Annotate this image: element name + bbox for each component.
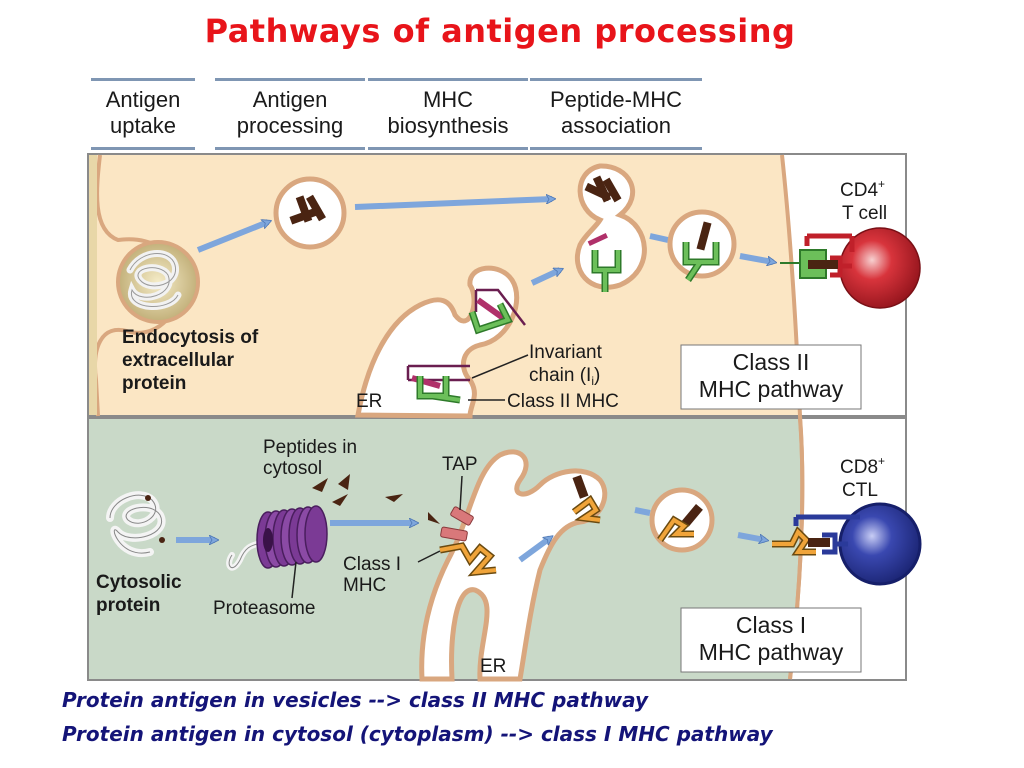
header-bracket-top bbox=[368, 78, 528, 81]
class-ii-pathway-label-1: Class II bbox=[733, 349, 810, 375]
proteasome-label: Proteasome bbox=[213, 598, 315, 619]
peptides-label-1: Peptides in bbox=[263, 437, 357, 458]
peptide-mhc-vesicle bbox=[667, 209, 737, 282]
endocytosed-protein bbox=[116, 240, 200, 324]
surface-class-i-mhc bbox=[772, 526, 830, 556]
arrow-endosome-to-fusion bbox=[354, 199, 552, 210]
er-invariant-chain-mhc bbox=[406, 364, 470, 404]
footer-line-class-i: Protein antigen in cytosol (cytoplasm) -… bbox=[62, 722, 773, 746]
endosome-vesicle bbox=[273, 176, 347, 250]
endocytosis-label-3: protein bbox=[122, 373, 186, 394]
class-i-pathway-label-1: Class I bbox=[736, 612, 806, 638]
header-bracket-bottom bbox=[215, 147, 365, 150]
arrow-uptake-to-endosome bbox=[196, 222, 268, 253]
class-ii-mhc-label: Class II MHC bbox=[507, 391, 619, 412]
invariant-chain-label-2: chain (Ii) bbox=[529, 365, 600, 388]
header-bracket-bottom bbox=[530, 147, 702, 150]
cytosolic-protein bbox=[106, 491, 166, 558]
cd4-label: CD4+ bbox=[840, 177, 885, 201]
arrow-er-to-fusion bbox=[530, 267, 560, 286]
cd4-t-cell bbox=[804, 227, 921, 309]
peptides-label-2: cytosol bbox=[263, 458, 322, 479]
tap-label: TAP bbox=[442, 454, 478, 475]
er-class-i bbox=[419, 449, 608, 682]
footer-line-class-ii: Protein antigen in vesicles --> class II… bbox=[62, 688, 649, 712]
class-i-mhc-label-2: MHC bbox=[343, 575, 386, 596]
extracellular-strip bbox=[89, 155, 97, 415]
er-vesicle-invariant-chain bbox=[468, 288, 526, 335]
proteasome bbox=[226, 505, 328, 571]
endocytosis-label-2: extracellular bbox=[122, 350, 235, 371]
invariant-chain-label-1: Invariant bbox=[529, 342, 603, 363]
er-label-class-i: ER bbox=[480, 656, 506, 677]
ctl-label: CTL bbox=[842, 480, 878, 501]
arrow-er-to-vesicle bbox=[518, 538, 550, 563]
class-i-vesicle-in-er bbox=[571, 474, 601, 524]
header-bracket-bottom bbox=[368, 147, 528, 150]
arrow-er-vesicle-to-transport bbox=[634, 507, 651, 516]
tap-transporter bbox=[440, 506, 474, 542]
class-ii-pathway-label-2: MHC pathway bbox=[699, 376, 844, 402]
class-i-mhc-label-1: Class I bbox=[343, 554, 401, 575]
header-bracket-top bbox=[91, 78, 195, 81]
class-i-transport-vesicle bbox=[649, 487, 715, 553]
class-i-pathway-label-2: MHC pathway bbox=[699, 639, 844, 665]
er-class-i-mhc bbox=[439, 542, 497, 577]
endocytosis-label-1: Endocytosis of bbox=[122, 327, 259, 348]
arrow-vesicle-to-surface bbox=[739, 253, 773, 262]
header-bracket-top bbox=[215, 78, 365, 81]
cd8-ctl-cell bbox=[793, 502, 922, 586]
slide-title: Pathways of antigen processing bbox=[204, 12, 796, 50]
er-label-class-ii: ER bbox=[356, 391, 382, 412]
proteasome-pointer bbox=[291, 561, 297, 599]
arrow-vesicle-to-surface-class-i bbox=[737, 532, 765, 540]
class-i-mhc-pointer bbox=[417, 550, 441, 563]
cytosolic-protein-label-1: Cytosolic bbox=[96, 572, 182, 593]
cd8-label: CD8+ bbox=[840, 454, 885, 478]
tap-pointer bbox=[459, 475, 463, 511]
t-cell-label: T cell bbox=[842, 203, 887, 224]
invariant-chain-pointer bbox=[471, 354, 529, 379]
surface-class-ii-mhc bbox=[780, 249, 838, 279]
header-bracket-top bbox=[530, 78, 702, 81]
class-i-pathway-box bbox=[680, 607, 862, 673]
header-bracket-bottom bbox=[91, 147, 195, 150]
arrow-fusion-to-vesicle bbox=[649, 233, 669, 243]
cytosolic-protein-label-2: protein bbox=[96, 595, 160, 616]
class-ii-pathway-box bbox=[680, 344, 862, 410]
fusing-vesicle bbox=[574, 163, 647, 292]
